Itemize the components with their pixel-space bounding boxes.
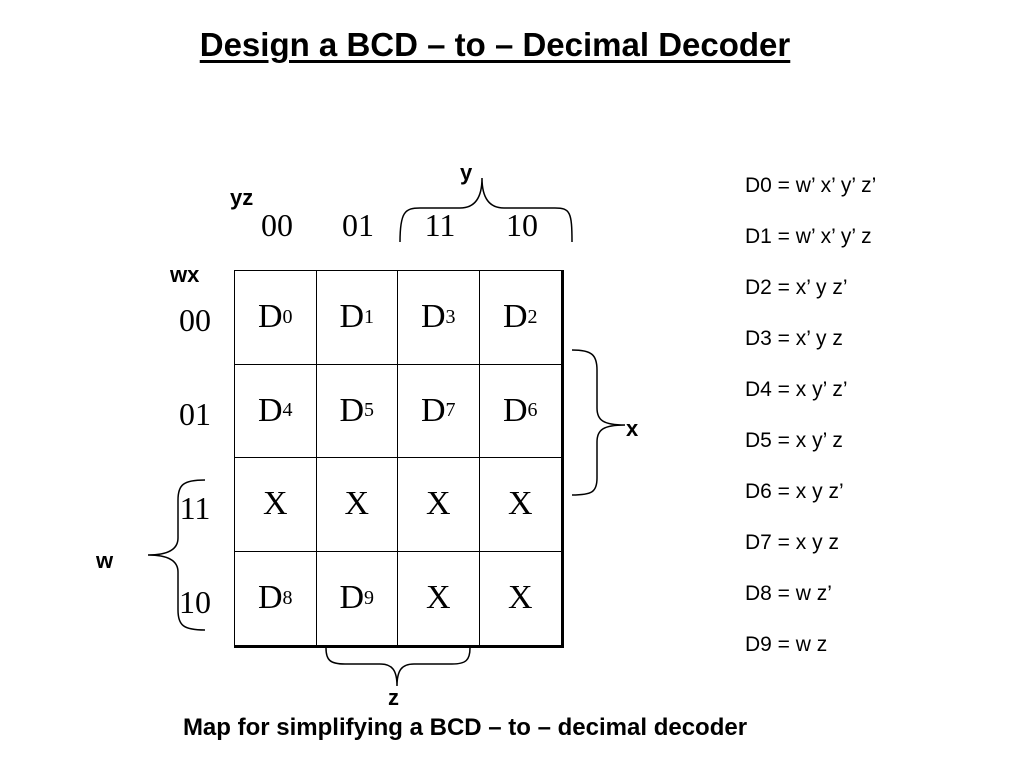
- brace-x: [571, 349, 626, 496]
- equation: D1 = w’ x’ y’ z: [745, 225, 872, 248]
- row-header: 11: [179, 490, 211, 526]
- page-title: Design a BCD – to – Decimal Decoder: [199, 26, 791, 63]
- equation: D9 = w z: [745, 633, 828, 656]
- kmap-cell: X: [235, 458, 317, 552]
- kmap-cell: X: [398, 458, 480, 552]
- kmap-cell: X: [398, 551, 480, 645]
- brace-y: [399, 177, 573, 243]
- kmap-cell: X: [507, 579, 533, 617]
- x-label: x: [626, 416, 639, 441]
- wx-label: wx: [170, 262, 200, 287]
- equation: D5 = x y’ z: [745, 429, 843, 452]
- w-label: w: [96, 548, 114, 573]
- kmap-cell: X: [316, 458, 398, 552]
- equation: D2 = x’ y z’: [745, 276, 848, 299]
- equation: D0 = w’ x’ y’ z’: [745, 174, 877, 197]
- column-header: 01: [342, 207, 374, 243]
- equation: D3 = x’ y z: [745, 327, 843, 350]
- y-label: y: [460, 160, 473, 185]
- yz-label: yz: [230, 185, 254, 210]
- row-header: 00: [179, 302, 211, 338]
- z-label: z: [388, 685, 399, 710]
- figure-caption: Map for simplifying a BCD – to – decimal…: [182, 714, 748, 741]
- equation: D8 = w z’: [745, 582, 832, 605]
- row-header: 01: [179, 396, 211, 432]
- equation: D7 = x y z: [745, 531, 839, 554]
- equation: D6 = x y z’: [745, 480, 844, 503]
- equation-list: D0 = w’ x’ y’ z’ D1 = w’ x’ y’ z D2 = x’…: [745, 172, 876, 682]
- column-header: 11: [424, 207, 456, 243]
- kmap-cell: X: [479, 458, 561, 552]
- column-header: 00: [261, 207, 293, 243]
- brace-z: [325, 647, 471, 687]
- brace-w: [147, 479, 206, 631]
- column-header: 10: [506, 207, 538, 243]
- equation: D4 = x y’ z’: [745, 378, 848, 401]
- row-header: 10: [179, 584, 211, 620]
